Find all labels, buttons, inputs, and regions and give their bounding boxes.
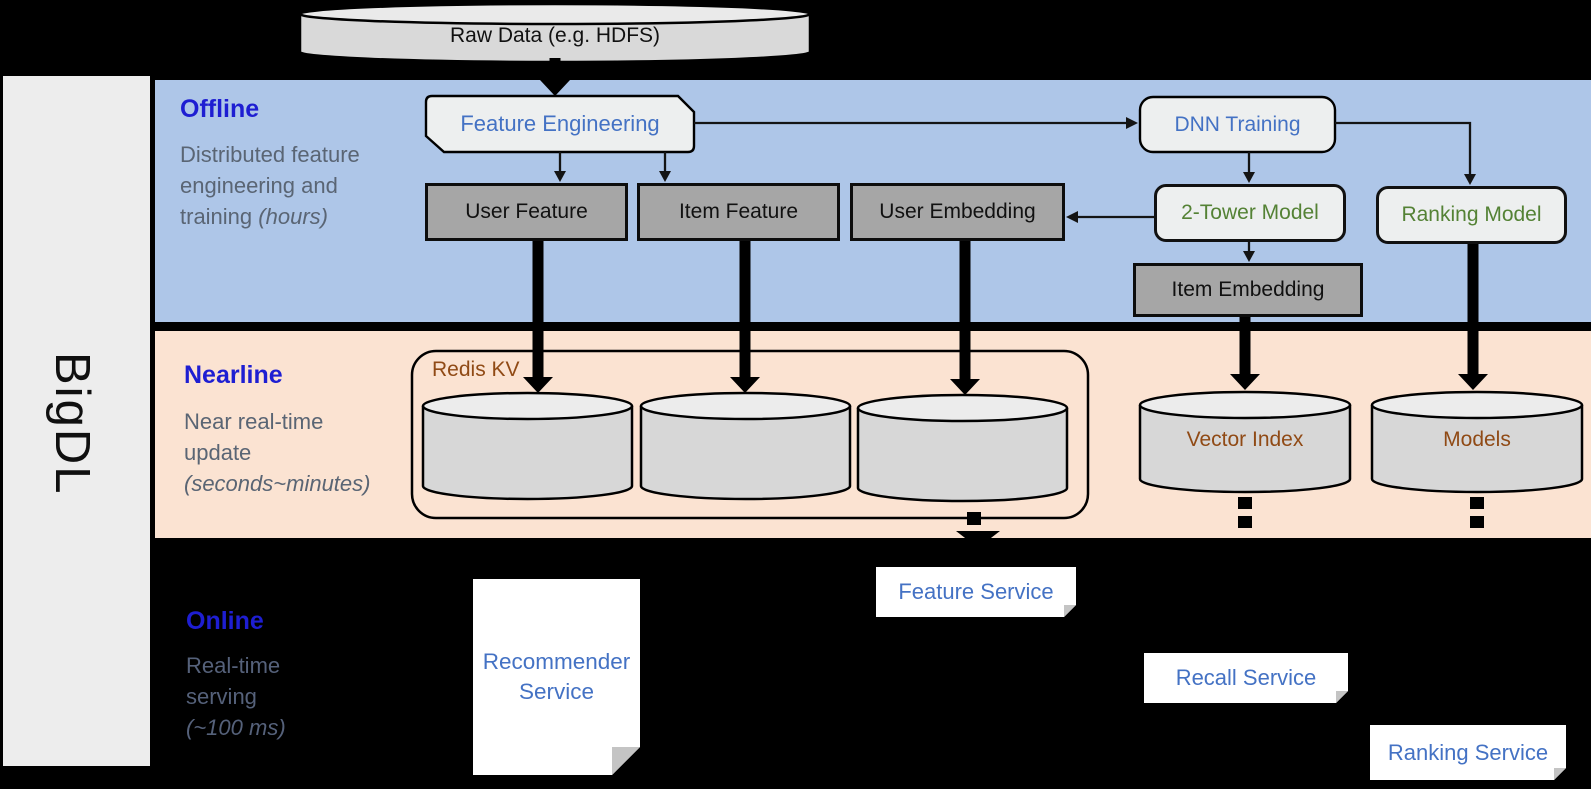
dnn-training-node: DNN Training bbox=[1174, 112, 1301, 136]
online-band-title: Online bbox=[186, 607, 264, 635]
offline-band-title: Offline bbox=[180, 95, 260, 123]
offline-subtitle-text: Distributed feature engineering and trai… bbox=[180, 142, 360, 229]
redis-cylinder-2 bbox=[639, 391, 852, 501]
nearline-subtitle-text: Near real-time update bbox=[184, 409, 324, 465]
feature-engineering-node: Feature Engineering bbox=[460, 111, 660, 136]
vector-index-cylinder bbox=[1138, 390, 1352, 494]
bigdl-sidebar bbox=[3, 76, 150, 766]
feature-engineering-shape bbox=[424, 94, 696, 154]
online-band-subtitle: Real-time serving (~100 ms) bbox=[186, 651, 311, 743]
vector-index-label: Vector Index bbox=[1186, 428, 1304, 451]
offline-band-subtitle: Distributed feature engineering and trai… bbox=[180, 140, 365, 232]
nearline-band-subtitle: Near real-time update (seconds~minutes) bbox=[184, 407, 370, 499]
thin-arrows bbox=[554, 117, 1476, 262]
recall-service-node: Recall Service bbox=[1144, 653, 1348, 703]
ranking-model-node: Ranking Model bbox=[1376, 186, 1567, 244]
offline-subtitle-italic: (hours) bbox=[258, 203, 328, 229]
raw-data-label: Raw Data (e.g. HDFS) bbox=[449, 24, 661, 47]
item-feature-node: Item Feature bbox=[637, 183, 840, 241]
redis-kv-label: Redis KV bbox=[432, 358, 520, 381]
online-subtitle-italic: (~100 ms) bbox=[186, 714, 286, 740]
thick-arrows bbox=[523, 58, 1488, 395]
nearline-subtitle-italic: (seconds~minutes) bbox=[184, 470, 371, 496]
nearline-band-title: Nearline bbox=[184, 361, 283, 389]
recommender-service-node: Recommender Service bbox=[473, 579, 640, 775]
user-embedding-node: User Embedding bbox=[850, 183, 1065, 241]
redis-cylinder-1 bbox=[421, 391, 634, 501]
user-feature-node: User Feature bbox=[425, 183, 628, 241]
ranking-service-node: Ranking Service bbox=[1370, 725, 1566, 780]
models-cylinder bbox=[1370, 390, 1584, 494]
bigdl-brand-label: BigDL bbox=[45, 352, 99, 496]
online-subtitle-text: Real-time serving bbox=[186, 653, 281, 709]
item-embedding-node: Item Embedding bbox=[1133, 263, 1363, 317]
dashed-arrows bbox=[956, 497, 1484, 548]
raw-data-cylinder bbox=[298, 2, 812, 64]
two-tower-model-node: 2-Tower Model bbox=[1154, 184, 1346, 242]
redis-cylinder-3 bbox=[856, 393, 1069, 503]
feature-service-node: Feature Service bbox=[876, 567, 1076, 617]
models-label: Models bbox=[1443, 428, 1511, 451]
dnn-training-shape bbox=[1138, 95, 1337, 154]
